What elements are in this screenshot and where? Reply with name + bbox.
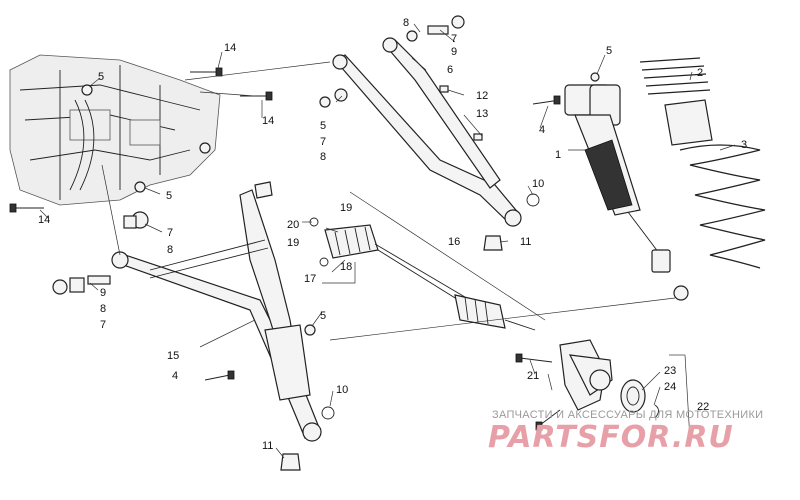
callout-5: 5	[320, 120, 326, 132]
callout-23: 23	[664, 365, 676, 377]
callout-18: 18	[340, 261, 352, 273]
callout-4: 4	[539, 124, 545, 136]
callout-17: 17	[304, 273, 316, 285]
watermark-logo: PARTSFOR.RU	[488, 420, 734, 455]
frame-hardware	[9, 67, 273, 213]
callout-7: 7	[451, 33, 457, 45]
callout-9: 9	[451, 46, 457, 58]
callout-5: 5	[320, 310, 326, 322]
lower-arm-hardware	[52, 211, 335, 471]
callout-8: 8	[320, 151, 326, 163]
upper-a-arm	[332, 37, 522, 227]
callout-7: 7	[320, 136, 326, 148]
callout-11: 11	[262, 440, 273, 452]
callout-1: 1	[555, 149, 561, 161]
callout-5: 5	[166, 190, 172, 202]
callout-3: 3	[741, 139, 747, 151]
upper-arm-hardware	[319, 15, 540, 251]
steering-knuckle	[515, 339, 613, 431]
callout-21: 21	[527, 370, 539, 382]
callout-8: 8	[403, 17, 409, 29]
vehicle-frame	[9, 54, 221, 206]
callout-19: 19	[287, 237, 299, 249]
callout-2: 2	[697, 67, 703, 79]
callout-16: 16	[448, 236, 460, 248]
callout-6: 6	[447, 64, 453, 76]
callout-9: 9	[100, 287, 106, 299]
part-number-labels: 14 5 14 5 14 7 8 9 8 7 15 4 5 10 11 8 7 …	[38, 17, 747, 452]
wheel-bearing	[620, 379, 659, 419]
callout-8: 8	[100, 303, 106, 315]
drive-axle	[309, 217, 536, 331]
leader-lines	[39, 23, 736, 459]
coil-spring	[639, 57, 766, 269]
callout-14: 14	[262, 115, 274, 127]
callout-7: 7	[167, 227, 173, 239]
callout-10: 10	[336, 384, 348, 396]
callout-5: 5	[98, 71, 104, 83]
callout-24: 24	[664, 381, 676, 393]
callout-20: 20	[287, 219, 299, 231]
callout-19: 19	[340, 202, 352, 214]
callout-4: 4	[172, 370, 178, 382]
callout-7: 7	[100, 319, 106, 331]
watermark: ЗАПЧАСТИ И АКСЕССУАРЫ ДЛЯ МОТОТЕХНИКИ PA…	[488, 409, 763, 455]
callout-14: 14	[224, 42, 236, 54]
callout-8: 8	[167, 244, 173, 256]
callout-14: 14	[38, 214, 50, 226]
callout-13: 13	[476, 108, 488, 120]
watermark-tagline: ЗАПЧАСТИ И АКСЕССУАРЫ ДЛЯ МОТОТЕХНИКИ	[492, 409, 763, 421]
callout-10: 10	[532, 178, 544, 190]
callout-5: 5	[606, 45, 612, 57]
callout-11: 11	[520, 236, 531, 248]
callout-17-bracket	[322, 262, 356, 284]
callout-15: 15	[167, 350, 179, 362]
callout-22: 22	[697, 401, 709, 413]
callout-12: 12	[476, 90, 488, 102]
lower-a-arm	[111, 181, 322, 442]
shock-absorber	[532, 72, 689, 301]
